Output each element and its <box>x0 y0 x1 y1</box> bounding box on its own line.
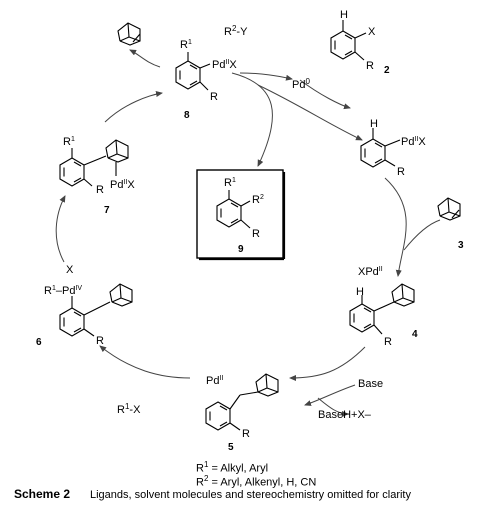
base-byproduct: BaseH+X– <box>318 409 372 421</box>
caption-area: R1 = Alkyl, Aryl R2 = Aryl, Alkenyl, H, … <box>0 455 500 509</box>
svg-text:H: H <box>356 286 364 298</box>
pd0-catalyst: Pd0 <box>292 77 310 91</box>
svg-text:R: R <box>397 166 405 178</box>
svg-text:4: 4 <box>412 329 418 340</box>
compound-4: XPdII H R 4 <box>349 266 418 348</box>
cycle-arrows <box>55 49 441 417</box>
svg-text:6: 6 <box>36 337 42 348</box>
svg-text:R: R <box>96 335 104 347</box>
r1-definition: R1 = Alkyl, Aryl <box>196 460 269 475</box>
compound-7: R1 R PdIIX 7 <box>59 136 135 216</box>
svg-text:R: R <box>384 336 392 348</box>
svg-text:PdIIX: PdIIX <box>401 136 426 148</box>
compound-arylpd-intermediate: H PdIIX R <box>360 118 426 178</box>
svg-text:XPdII: XPdII <box>358 266 383 278</box>
product-9-box: R1 R2 R 9 <box>196 169 286 261</box>
base-reagent: Base <box>358 378 383 390</box>
svg-text:R1–PdIV: R1–PdIV <box>44 285 82 297</box>
compound-2: H X R 2 <box>330 9 390 76</box>
svg-text:R: R <box>252 228 260 240</box>
svg-text:PdIIX: PdIIX <box>110 179 135 191</box>
svg-text:2: 2 <box>384 65 390 76</box>
svg-text:7: 7 <box>104 205 110 216</box>
svg-text:H: H <box>340 9 348 21</box>
svg-text:X: X <box>368 26 376 38</box>
svg-text:5: 5 <box>228 442 234 453</box>
svg-text:H: H <box>370 118 378 130</box>
svg-text:R: R <box>366 60 374 72</box>
compound-5: PdII R 5 <box>205 373 279 453</box>
compound-6: X R1–PdIV R 6 <box>36 264 133 348</box>
svg-text:PdII: PdII <box>206 375 223 387</box>
svg-text:R2: R2 <box>252 194 264 206</box>
svg-text:X: X <box>66 264 74 276</box>
svg-text:R1: R1 <box>63 136 75 148</box>
svg-text:3: 3 <box>458 240 464 251</box>
svg-text:R: R <box>242 428 250 440</box>
r2y-reagent: R2-Y <box>224 24 248 38</box>
compound-3-norbornene: 3 <box>437 197 464 251</box>
r1x-reagent: R1-X <box>117 402 141 416</box>
svg-text:PdIIX: PdIIX <box>212 59 237 71</box>
scheme-footnote: Ligands, solvent molecules and stereoche… <box>90 489 411 501</box>
svg-text:R: R <box>210 91 218 103</box>
released-norbornene <box>117 22 141 46</box>
svg-text:9: 9 <box>238 244 244 255</box>
svg-text:R1: R1 <box>180 39 192 51</box>
svg-text:8: 8 <box>184 110 190 121</box>
r2-definition: R2 = Aryl, Alkenyl, H, CN <box>196 474 317 489</box>
svg-text:R: R <box>96 184 104 196</box>
catellani-catalytic-cycle-diagram: Pd0 R2-Y R1-X Base BaseH+X– H X R 2 H Pd… <box>36 9 464 453</box>
compound-8: R1 PdIIX R 8 <box>175 39 237 121</box>
svg-text:R1: R1 <box>224 177 236 189</box>
scheme-label: Scheme 2 <box>14 487 71 501</box>
